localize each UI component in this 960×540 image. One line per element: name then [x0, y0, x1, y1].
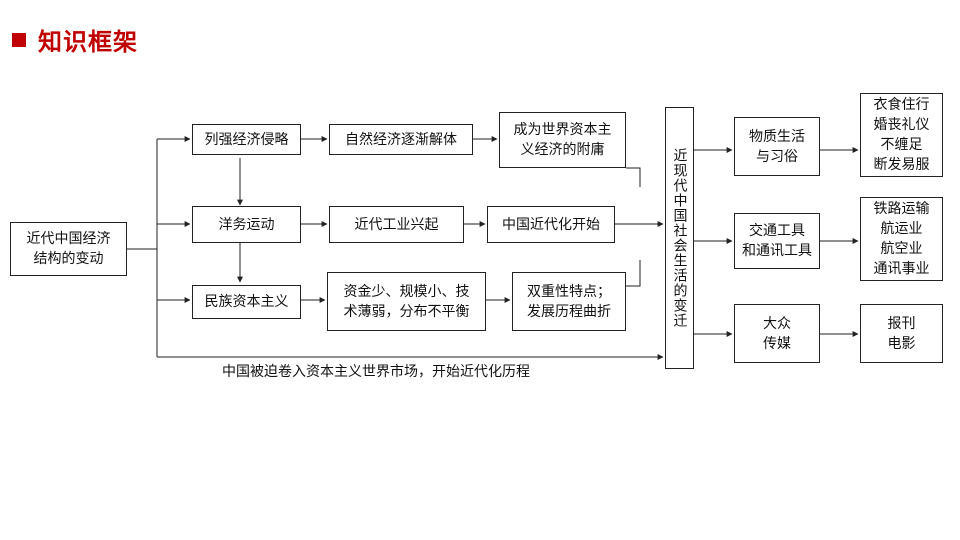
- node-westernization: 洋务运动: [192, 206, 301, 243]
- detail-transport: 铁路运输 航运业 航空业 通讯事业: [860, 197, 943, 281]
- node-weaknesses: 资金少、规模小、技 术薄弱，分布不平衡: [327, 272, 486, 331]
- category-media: 大众 传媒: [734, 304, 820, 363]
- connector-r1: [626, 167, 641, 187]
- node-dual-character: 双重性特点； 发展历程曲折: [512, 272, 626, 331]
- connector-r3: [626, 260, 641, 287]
- detail-media: 报刊 电影: [860, 304, 943, 363]
- category-material-life: 物质生活 与习俗: [734, 117, 820, 176]
- heading-square-icon: [12, 32, 26, 47]
- root-label: 近代中国经济 结构的变动: [26, 231, 111, 267]
- node-modern-industry: 近代工业兴起: [329, 206, 464, 243]
- section-heading: 知识框架: [12, 22, 138, 57]
- bottom-caption: 中国被迫卷入资本主义世界市场，开始近代化历程: [222, 364, 530, 380]
- node-natural-economy: 自然经济逐渐解体: [329, 124, 473, 155]
- page-title: 知识框架: [38, 28, 138, 56]
- category-transport: 交通工具 和通讯工具: [734, 213, 820, 269]
- node-national-capitalism: 民族资本主义: [192, 285, 301, 319]
- node-foreign-invasion: 列强经济侵略: [192, 124, 301, 155]
- node-appendage: 成为世界资本主 义经济的附庸: [499, 112, 626, 168]
- root-node: 近代中国经济 结构的变动: [10, 222, 127, 276]
- detail-material-life: 衣食住行 婚丧礼仪 不缠足 断发易服: [860, 93, 943, 177]
- center-node: 近现代中国社会生活的变迁: [665, 107, 694, 369]
- center-label: 近现代中国社会生活的变迁: [671, 148, 688, 328]
- node-modernization-start: 中国近代化开始: [487, 206, 615, 243]
